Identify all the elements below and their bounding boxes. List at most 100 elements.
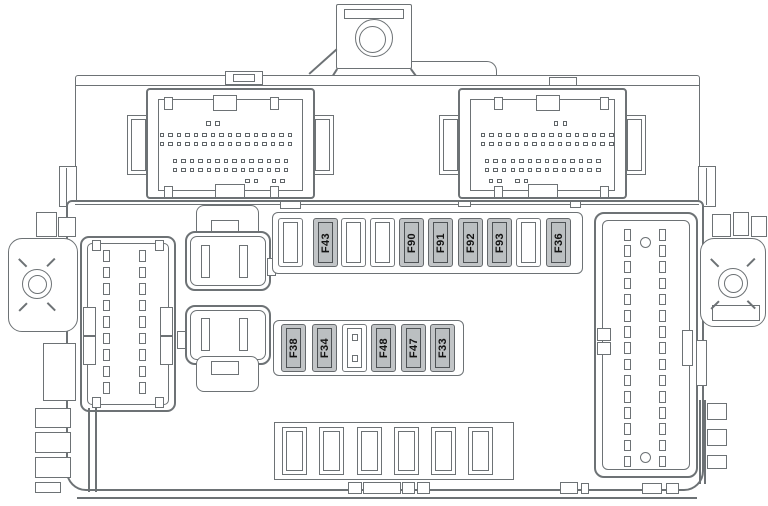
- connector-tab: [494, 186, 503, 198]
- bottom-clip-4: [666, 483, 679, 494]
- connector-pin: [562, 121, 567, 126]
- connector-pin: [557, 132, 563, 137]
- connector-pin: [223, 158, 229, 163]
- connector-pin: [501, 158, 507, 163]
- terminal-slot: [659, 261, 666, 273]
- connector-pin: [240, 158, 246, 163]
- connector-pin: [193, 141, 199, 146]
- bottom-slot-inner: [472, 431, 489, 471]
- fuse-F90: F90: [399, 218, 424, 267]
- base-line: [77, 497, 697, 499]
- fuse-plate: F91: [433, 222, 448, 263]
- fuse-F34: F34: [312, 324, 337, 372]
- mounting-tab-slot: [344, 9, 404, 19]
- fuse-label: F91: [434, 232, 447, 253]
- fuse-plate: F47: [406, 328, 421, 368]
- terminal-slot: [624, 310, 631, 322]
- bolt-hole-left-inner: [27, 274, 47, 294]
- fuse-label: F90: [405, 232, 418, 253]
- connector-top-right-wing-left-inner: [443, 119, 458, 171]
- connector-pin: [583, 132, 588, 137]
- bolt-hole-right-inner: [723, 273, 743, 293]
- connector-pin: [270, 141, 276, 146]
- bracket-line-left: [308, 48, 338, 75]
- fuse-plate: [375, 222, 390, 263]
- fuse-F48: F48: [371, 324, 396, 372]
- terminal-slot: [624, 229, 631, 241]
- terminal-slot: [624, 245, 631, 257]
- left-comb-tooth-4: [35, 482, 61, 493]
- connector-pin: [557, 141, 563, 146]
- connector-pin: [540, 141, 546, 146]
- connector-pin: [202, 132, 207, 137]
- terminal-slot: [659, 391, 666, 403]
- relay-2-nub: [177, 331, 186, 349]
- connector-pin: [270, 132, 276, 137]
- connector-pin: [561, 167, 567, 172]
- connector-pin: [506, 141, 511, 146]
- left-comb-tooth-3: [35, 457, 71, 478]
- fuse-plate: [283, 222, 298, 263]
- terminal-slot: [624, 407, 631, 419]
- connector-pin: [553, 158, 558, 163]
- connector-pin: [489, 132, 494, 137]
- right-comb-tooth-2: [707, 429, 727, 446]
- connector-tab: [215, 184, 245, 198]
- connector-pin: [210, 141, 216, 146]
- terminal-slot: [103, 283, 110, 295]
- terminal-slot: [139, 316, 146, 328]
- bottom-bracket-2: [363, 482, 401, 494]
- connector-pin: [583, 141, 588, 146]
- connector-pin: [206, 121, 211, 126]
- connector-pin: [245, 141, 250, 146]
- connector-pin: [591, 132, 597, 137]
- bottom-slot-inner: [435, 431, 452, 471]
- connector-pin: [484, 167, 490, 172]
- connector-pin: [596, 158, 601, 163]
- connector-pin: [532, 141, 537, 146]
- connector-pin: [493, 167, 498, 172]
- connector-pin: [266, 167, 272, 172]
- bottom-clip-1: [560, 482, 578, 494]
- terminal-slot: [103, 316, 110, 328]
- connector-pin: [519, 158, 524, 163]
- terminal-slot: [139, 349, 146, 361]
- terminal-slot: [659, 310, 666, 322]
- connector-pin: [515, 178, 520, 183]
- connector-pin: [510, 158, 515, 163]
- connector-pin: [587, 167, 592, 172]
- connector-pin: [536, 167, 541, 172]
- connector-tab: [270, 97, 279, 110]
- block-corner-tab: [155, 240, 164, 251]
- connector-pin: [219, 132, 224, 137]
- connector-pin: [185, 132, 190, 137]
- connector-pin: [578, 167, 584, 172]
- connector-pin: [514, 141, 520, 146]
- connector-tab: [600, 97, 609, 110]
- terminal-slot: [659, 407, 666, 419]
- terminal-slot: [659, 342, 666, 354]
- connector-pin: [510, 167, 515, 172]
- terminal-slot: [624, 261, 631, 273]
- terminal-slot: [624, 358, 631, 371]
- fuse-F92: F92: [458, 218, 483, 267]
- housing-clip-a-inner: [233, 74, 255, 82]
- fuse-label: F33: [436, 337, 449, 359]
- connector-pin: [253, 178, 258, 183]
- connector-pin: [159, 141, 164, 146]
- connector-pin: [176, 132, 182, 137]
- connector-pin: [591, 141, 597, 146]
- bolt-hole-top-inner: [359, 26, 386, 53]
- fuse-label: F92: [464, 232, 477, 253]
- left-bracket-lower-rect: [43, 343, 76, 401]
- connector-pin: [210, 132, 216, 137]
- connector-pin: [527, 158, 533, 163]
- connector-pin: [215, 158, 220, 163]
- terminal-slot: [659, 245, 666, 257]
- terminal-slot: [624, 439, 631, 452]
- connector-pin: [249, 167, 254, 172]
- right-block-rail-3: [682, 330, 693, 366]
- relay-1-terminal-right: [239, 245, 248, 278]
- connector-pin: [232, 167, 237, 172]
- fuse-label: F48: [377, 337, 390, 359]
